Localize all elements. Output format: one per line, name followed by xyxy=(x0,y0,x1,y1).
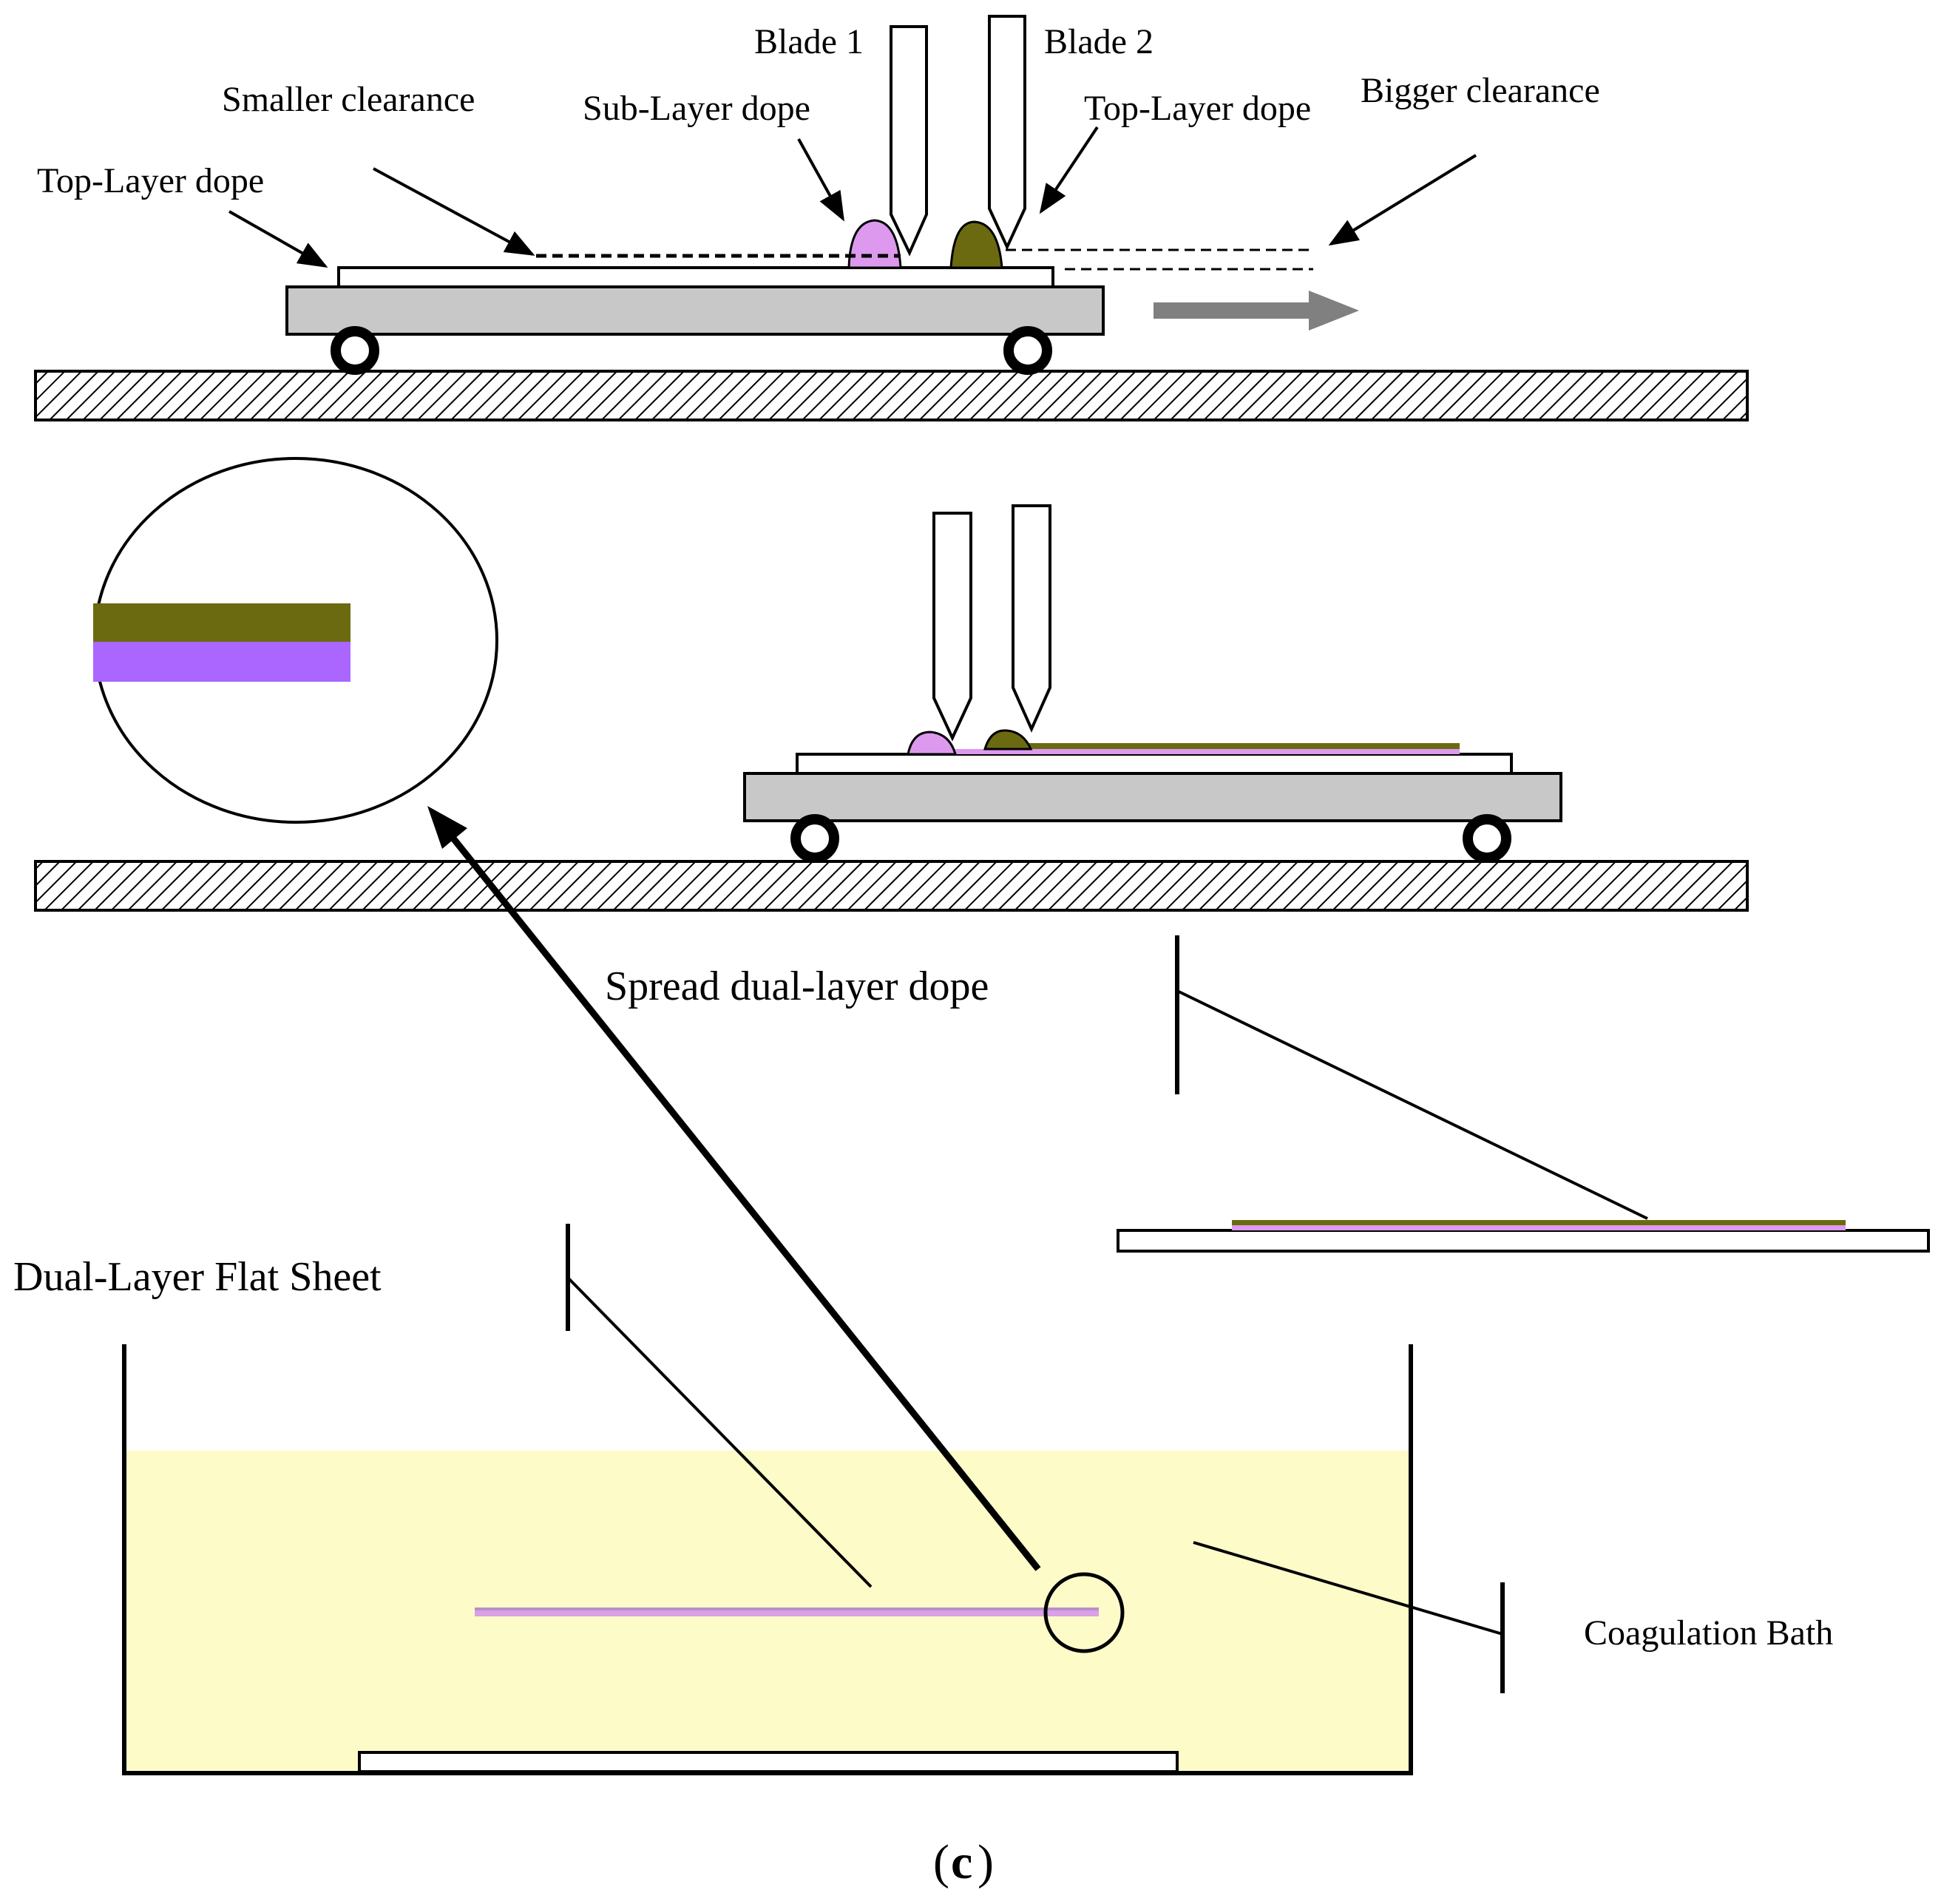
membrane-sheet xyxy=(475,1609,1099,1616)
label-bigger-clearance: Bigger clearance xyxy=(1361,71,1600,110)
panel-top-casting: Blade 1 Blade 2 Smaller clearance Sub-La… xyxy=(34,15,1749,421)
blade-2 xyxy=(988,15,1026,251)
sheet-detail-circle xyxy=(1043,1572,1125,1653)
blade-1 xyxy=(890,25,928,257)
glass-plate-top xyxy=(337,266,1054,288)
top-layer-dope-blob-middle xyxy=(983,729,1033,751)
transfer-plate-sub-layer xyxy=(1232,1225,1846,1230)
wheel-top-right xyxy=(1003,326,1052,375)
caption-close-paren: ) xyxy=(978,1835,994,1889)
leader-bigger-clearance xyxy=(1328,154,1477,246)
label-blade-1: Blade 1 xyxy=(754,22,864,61)
leader-sub-layer-dope xyxy=(797,138,844,222)
ground-hatch-top xyxy=(34,370,1749,421)
spread-sub-layer xyxy=(948,749,1460,754)
caption-letter: c xyxy=(951,1835,972,1889)
label-spread-dual-layer-dope: Spread dual-layer dope xyxy=(605,963,989,1009)
spread-top-layer xyxy=(992,743,1460,749)
top-layer-dope-blob xyxy=(949,220,1003,269)
label-blade-2: Blade 2 xyxy=(1044,22,1154,61)
caption-open-paren: ( xyxy=(933,1835,949,1889)
zoom-arrow-head xyxy=(427,806,467,849)
sub-layer-dope-blob-middle xyxy=(907,731,957,756)
ground-hatch-middle xyxy=(34,860,1749,912)
leader-smaller-clearance xyxy=(373,167,535,256)
label-top-layer-dope-left: Top-Layer dope xyxy=(37,161,264,200)
blade-1-middle xyxy=(932,512,972,742)
carriage-top xyxy=(285,285,1105,336)
figure-caption: ( c ) xyxy=(933,1835,994,1889)
leader-sheet-line xyxy=(566,1276,873,1588)
glass-plate-middle xyxy=(796,753,1513,775)
label-top-layer-dope-right: Top-Layer dope xyxy=(1084,89,1311,128)
zoom-sub-layer xyxy=(93,642,350,682)
leader-bath-line xyxy=(1193,1541,1503,1636)
motion-arrow-head xyxy=(1309,291,1359,331)
panel-bottom-bath: Dual-Layer Flat Sheet Coagulation Bath xyxy=(13,806,1833,1775)
bath-bottom-plate xyxy=(358,1751,1179,1773)
zoom-top-layer xyxy=(93,603,350,642)
wheel-top-left xyxy=(331,326,379,375)
leader-spread-line xyxy=(1176,989,1648,1220)
panel-middle-spreading: Spread dual-layer dope xyxy=(34,457,1930,1253)
blade-2-middle xyxy=(1012,504,1051,733)
wheel-middle-right xyxy=(1463,814,1511,863)
transfer-plate xyxy=(1117,1229,1930,1253)
wheel-middle-left xyxy=(790,814,839,863)
leader-top-layer-dope-right xyxy=(1039,126,1099,214)
sub-layer-dope-blob xyxy=(847,219,902,269)
zoom-arrow-shaft xyxy=(448,833,1041,1571)
transfer-plate-top-layer xyxy=(1232,1220,1846,1225)
membrane-sheet-top xyxy=(475,1607,1099,1610)
label-sub-layer-dope: Sub-Layer dope xyxy=(583,89,810,128)
leader-top-layer-dope-left xyxy=(228,210,328,268)
carriage-middle xyxy=(743,772,1562,822)
label-dual-layer-flat-sheet: Dual-Layer Flat Sheet xyxy=(13,1254,382,1300)
label-coagulation-bath: Coagulation Bath xyxy=(1584,1613,1833,1653)
label-smaller-clearance: Smaller clearance xyxy=(222,80,475,119)
